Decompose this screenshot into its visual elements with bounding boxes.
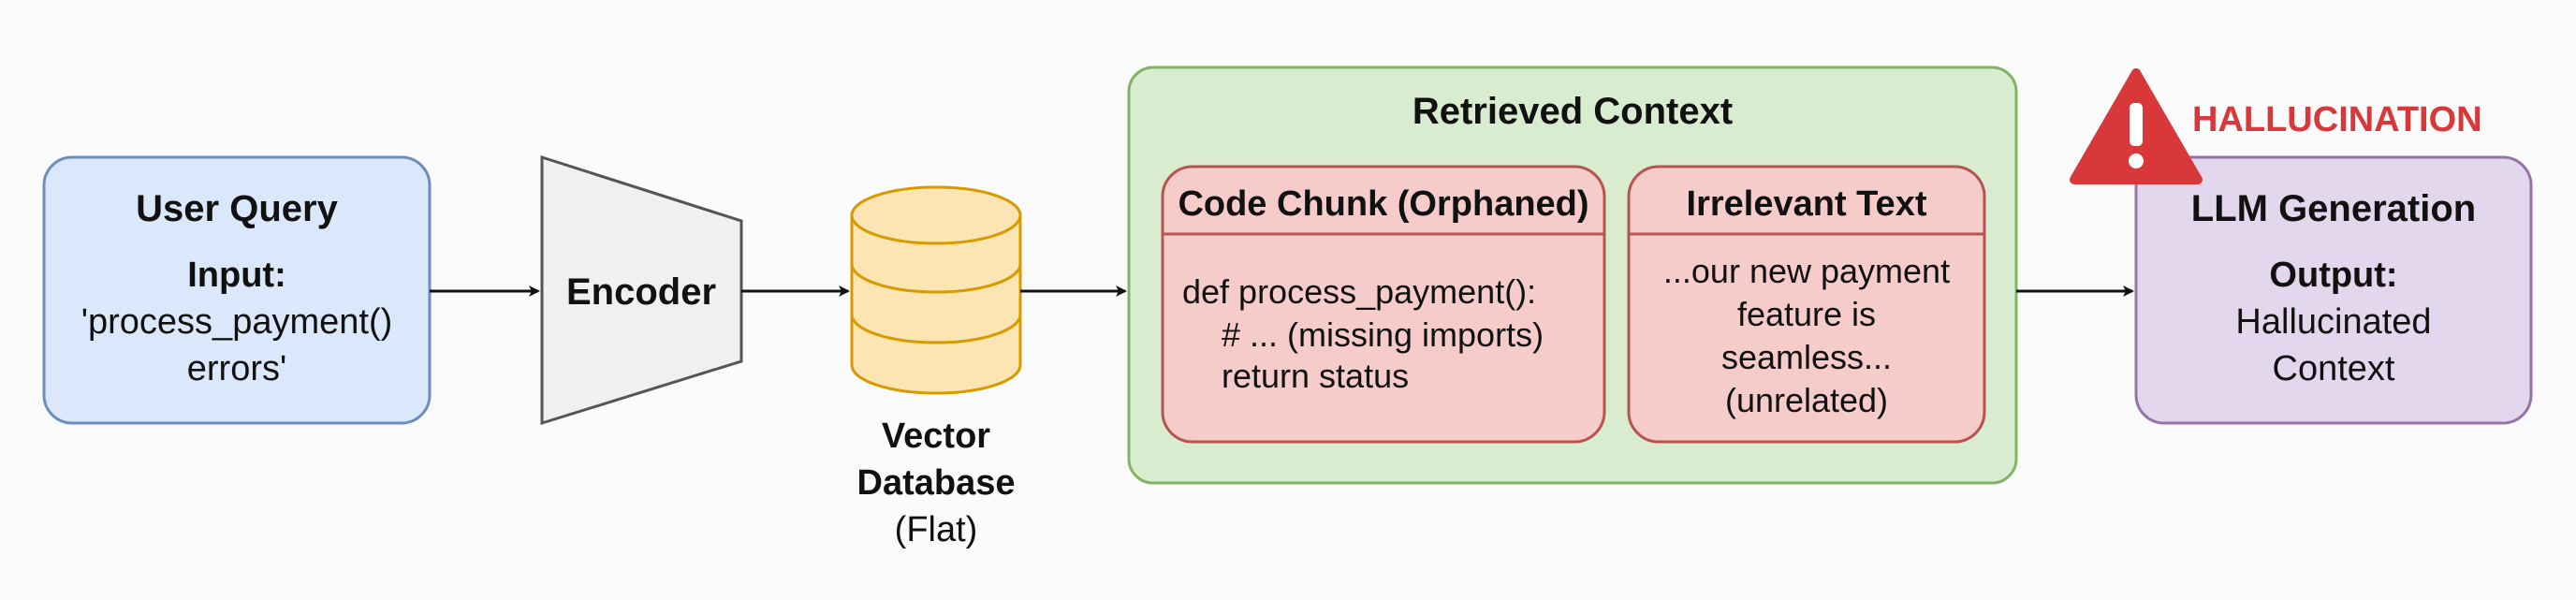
code-chunk-line1: def process_payment(): xyxy=(1182,272,1536,311)
llm-generation-title: LLM Generation xyxy=(2191,188,2476,229)
vector-database-node: Vector Database (Flat) xyxy=(850,185,1022,549)
user-query-input-line2: errors' xyxy=(187,349,287,388)
llm-output-line1: Hallucinated xyxy=(2235,302,2431,342)
irrelevant-text-line2: feature is xyxy=(1737,295,1876,333)
llm-output-label: Output: xyxy=(2269,256,2397,295)
llm-generation-node: LLM Generation Output: Hallucinated Cont… xyxy=(2134,155,2533,425)
warning-triangle-icon xyxy=(2070,68,2203,184)
vector-db-line3: (Flat) xyxy=(895,510,978,549)
encoder-node: Encoder xyxy=(540,154,743,426)
irrelevant-text-line4: (unrelated) xyxy=(1725,381,1888,419)
encoder-label: Encoder xyxy=(566,271,716,313)
retrieved-context-node: Retrieved Context Code Chunk (Orphaned) … xyxy=(1127,66,2018,485)
retrieved-context-title: Retrieved Context xyxy=(1412,91,1733,132)
user-query-input-line1: 'process_payment() xyxy=(81,302,393,342)
llm-generation-box xyxy=(2134,155,2533,425)
vector-db-line2: Database xyxy=(857,463,1016,503)
user-query-title: User Query xyxy=(136,188,338,229)
irrelevant-text-node: Irrelevant Text ...our new payment featu… xyxy=(1627,165,1986,444)
code-chunk-title: Code Chunk (Orphaned) xyxy=(1178,184,1588,224)
user-query-input-label: Input: xyxy=(187,256,286,295)
user-query-node: User Query Input: 'process_payment() err… xyxy=(42,155,432,425)
irrelevant-text-line3: seamless... xyxy=(1721,338,1892,376)
code-chunk-node: Code Chunk (Orphaned) def process_paymen… xyxy=(1161,165,1606,444)
irrelevant-text-title: Irrelevant Text xyxy=(1687,184,1927,224)
encoder-shape xyxy=(540,154,743,426)
database-cylinder-icon xyxy=(850,185,1022,395)
code-chunk-line3: return status xyxy=(1222,357,1409,395)
hallucination-label: HALLUCINATION xyxy=(2192,100,2482,139)
code-chunk-line2: # ... (missing imports) xyxy=(1222,315,1544,354)
hallucination-warning: HALLUCINATION xyxy=(2070,68,2482,184)
llm-output-line2: Context xyxy=(2273,349,2395,388)
irrelevant-text-line1: ...our new payment xyxy=(1663,252,1950,290)
vector-db-line1: Vector xyxy=(882,417,990,456)
